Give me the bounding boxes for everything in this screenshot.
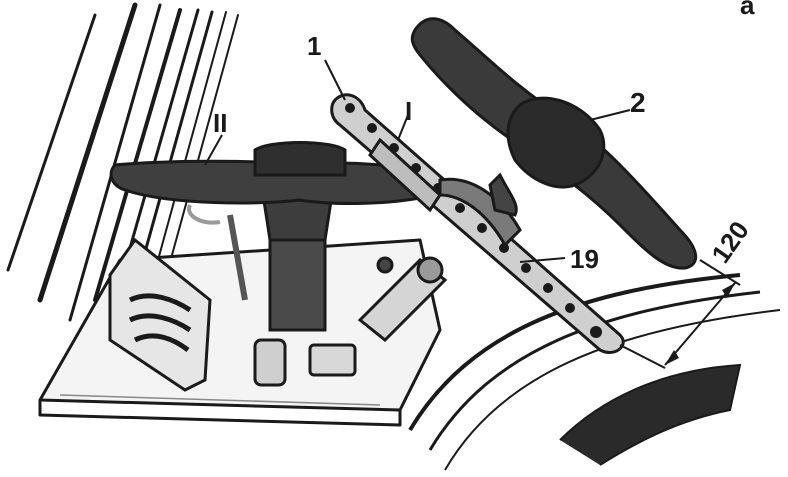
lower-link-19 [357,256,448,343]
dimension-label: 120 [705,216,754,269]
dimension-line [619,259,741,369]
callout-position-I: I [405,96,412,126]
cab-frame-lines [6,2,239,322]
adjustment-bracket [330,93,625,354]
callout-part-2: 2 [630,87,646,118]
steering-wheel-position-II [109,141,437,225]
steering-wheel-position-I [410,17,698,270]
leader-lines [204,59,631,263]
callout-position-II: II [213,108,227,138]
pedal-assembly [108,237,357,392]
wheel-arch [408,273,781,471]
callout-part-1: 1 [307,31,321,61]
panel-letter: a [740,0,755,20]
callout-part-19: 19 [570,244,599,274]
